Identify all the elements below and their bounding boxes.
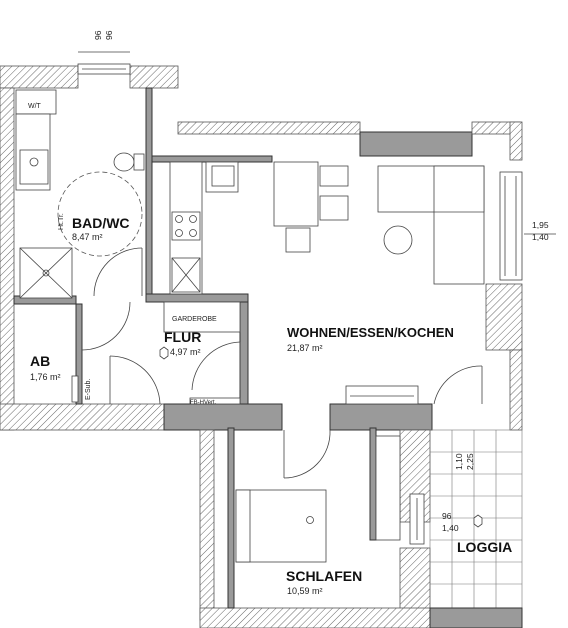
room-name-bad: BAD/WC	[72, 215, 130, 231]
dim-loggia-door-a: 1,10	[454, 453, 464, 470]
room-area-flur: 4,97 m²	[170, 347, 201, 357]
exterior-walls	[0, 65, 523, 628]
loggia-parapet	[429, 607, 523, 628]
bedroom-furniture	[235, 435, 401, 563]
room-name-loggia: LOGGIA	[457, 539, 512, 555]
hallway	[81, 301, 331, 479]
room-area-ab: 1,76 m²	[30, 372, 61, 382]
dim-top-window-b: 96	[104, 30, 114, 40]
room-area-wohnen: 21,87 m²	[287, 343, 323, 353]
dim-right-window-b: 1,40	[532, 232, 549, 242]
turning-circle	[57, 171, 143, 257]
room-name-ab: AB	[30, 353, 50, 369]
dim-bedroom-window-a: 96	[442, 511, 452, 521]
label-esub: E-Sub.	[85, 379, 92, 400]
kitchen	[169, 161, 239, 295]
dim-loggia-door-b: 2,25	[465, 453, 475, 470]
living-furniture	[273, 161, 485, 405]
dim-right-window-a: 1,95	[532, 220, 549, 230]
room-area-schlafen: 10,59 m²	[287, 586, 323, 596]
room-name-flur: FLUR	[164, 329, 201, 345]
label-fbhvert: FB-HVert.	[190, 400, 217, 406]
label-garderobe: GARDEROBE	[172, 316, 217, 323]
room-area-bad: 8,47 m²	[72, 232, 103, 242]
room-name-wohnen: WOHNEN/ESSEN/KOCHEN	[287, 325, 454, 340]
dim-top-window-a: 96	[93, 30, 103, 40]
dim-bedroom-window-b: 1,40	[442, 523, 459, 533]
label-wt: W/T	[28, 103, 42, 110]
room-name-schlafen: SCHLAFEN	[286, 568, 362, 584]
windows	[77, 63, 523, 545]
label-htr: Ht.Tr.	[58, 213, 65, 230]
bathroom	[15, 89, 145, 299]
light-points	[159, 346, 483, 528]
esub-cabinet	[71, 375, 79, 403]
interior-walls	[13, 87, 377, 609]
